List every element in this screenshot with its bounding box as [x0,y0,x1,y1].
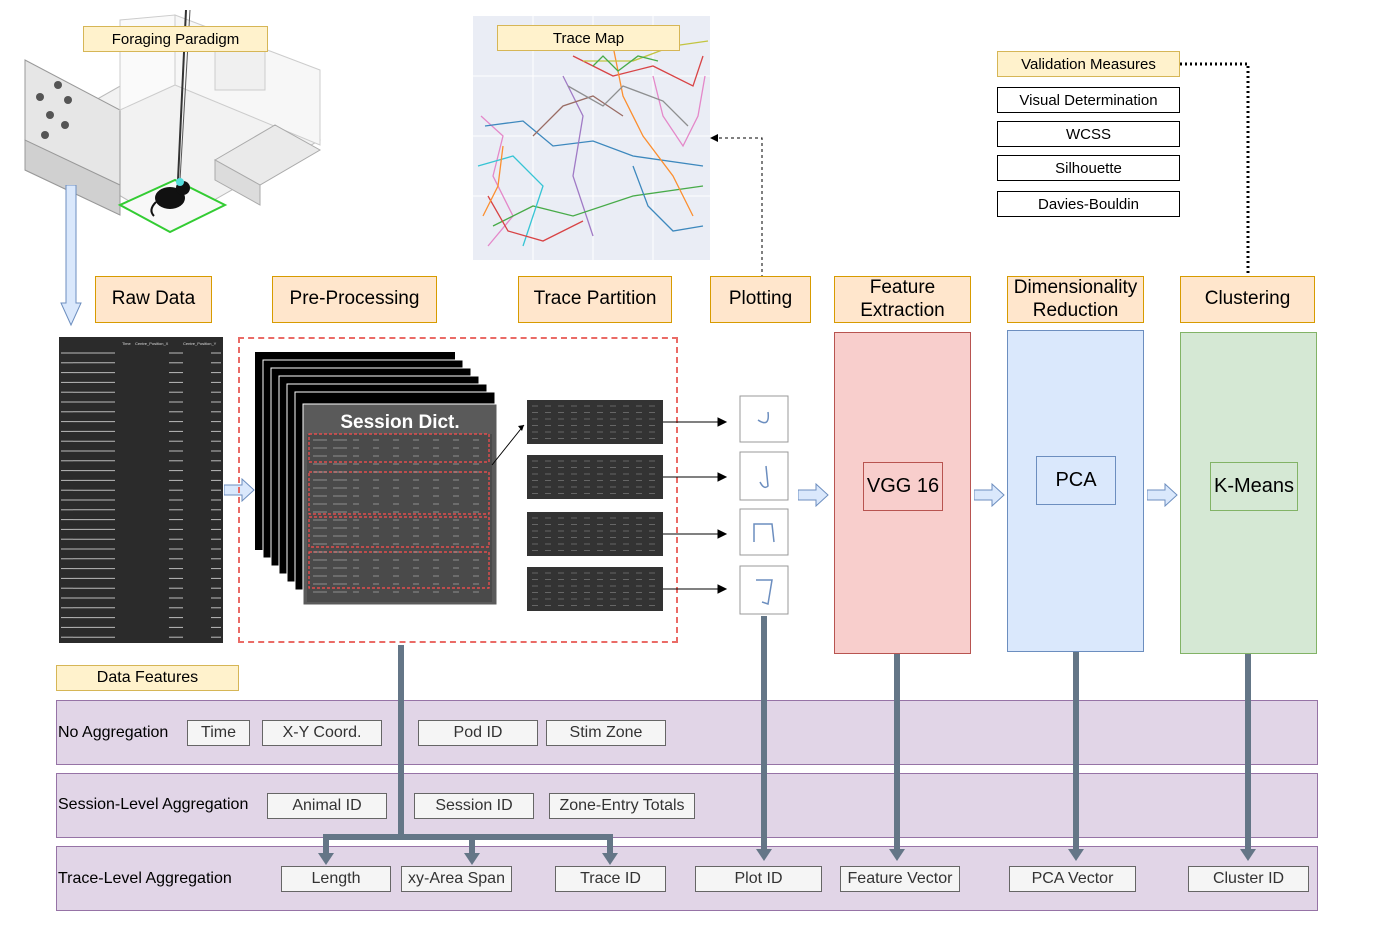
flow-arrow [798,483,829,507]
tag-session-id: Session ID [414,793,534,819]
validation-silhouette: Silhouette [997,155,1180,181]
pca-box: PCA [1036,456,1116,505]
partition-table [527,567,663,611]
kmeans-box: K-Means [1210,462,1298,511]
validation-visual-determination: Visual Determination [997,87,1180,113]
plot-thumbnail [739,508,789,556]
stage-dimensionality-reduction: Dimensionality Reduction [1007,276,1144,323]
tag-feature-vector: Feature Vector [840,866,960,892]
validation-wcss: WCSS [997,121,1180,147]
pod-dot [61,121,69,129]
tag-pod-id: Pod ID [418,720,538,746]
tag-animal-id: Animal ID [267,793,387,819]
trace-line [567,85,689,127]
trace-line [532,95,624,137]
plot-thumbnail [739,395,789,443]
session-dict-title: Session Dict. [340,412,459,433]
pod-dot [64,96,72,104]
tag-pca-vector: PCA Vector [1009,866,1136,892]
flow-arrow [974,483,1005,507]
trace-map-plot [473,16,710,260]
tag-cluster-id: Cluster ID [1188,866,1309,892]
pod-dot [54,81,62,89]
pod-dot [46,111,54,119]
tag-xy-area-span: xy-Area Span [401,866,512,892]
tag-stim-zone: Stim Zone [546,720,666,746]
flow-arrow [1147,483,1178,507]
tag-plot-id: Plot ID [695,866,822,892]
pod-dot [41,131,49,139]
lane-label-session-aggregation: Session-Level Aggregation [58,796,249,813]
trace-line [487,195,584,242]
raw-table-header-x: Centre_Position_X [135,341,169,346]
foraging-paradigm-label: Foraging Paradigm [83,26,268,52]
validation-davies-bouldin: Davies-Bouldin [997,191,1180,217]
raw-data-table: Time Centre_Position_X Centre_Position_Y [59,337,223,643]
trace-line [482,145,504,217]
session-dict-data-block [307,433,492,602]
trace-line [652,75,706,148]
plot-thumbnail [739,565,789,615]
down-arrow [60,185,82,327]
tag-time: Time [187,720,250,746]
preprocessing-container [238,337,678,643]
session-dict-rows [313,439,479,593]
trace-line [477,155,544,247]
trace-line [484,120,704,167]
trace-line [612,45,694,217]
validation-measures-label: Validation Measures [997,51,1180,77]
partition-table [527,455,663,499]
validation-connector [1180,62,1250,275]
stage-feature-extraction: Feature Extraction [834,276,971,323]
plot-thumbnail [739,451,789,501]
lane-label-trace-aggregation: Trace-Level Aggregation [58,870,232,887]
partition-table [527,400,663,444]
trace-line [562,75,594,237]
trace-line [632,165,704,232]
stage-clustering: Clustering [1180,276,1315,323]
data-features-label: Data Features [56,665,239,691]
vgg16-box: VGG 16 [863,462,943,511]
lane-label-no-aggregation: No Aggregation [58,724,169,741]
trace-line [492,185,704,227]
session-dict-stack: Session Dict. [255,352,498,606]
tag-zone-entry-totals: Zone-Entry Totals [549,793,695,819]
mouse-icon [155,187,185,209]
partition-table [527,512,663,556]
pod-dot [36,93,44,101]
tag-xy-coord: X-Y Coord. [262,720,382,746]
trace-line [572,55,704,87]
trace-map-label: Trace Map [497,25,680,51]
stage-raw-data: Raw Data [95,276,212,323]
plotting-to-tracemap-arrow [710,134,763,278]
plot-thumbnails [739,395,789,615]
raw-table-header-y: Centre_Position_Y [183,341,217,346]
stage-trace-partition: Trace Partition [518,276,672,323]
trace-line [592,55,659,72]
trace-partitions [491,400,728,611]
stage-pre-processing: Pre-Processing [272,276,437,323]
raw-table-rows [61,352,221,638]
raw-table-header-time: Time [122,341,132,346]
tag-length: Length [281,866,391,892]
stage-plotting: Plotting [710,276,811,323]
tag-trace-id: Trace ID [555,866,666,892]
